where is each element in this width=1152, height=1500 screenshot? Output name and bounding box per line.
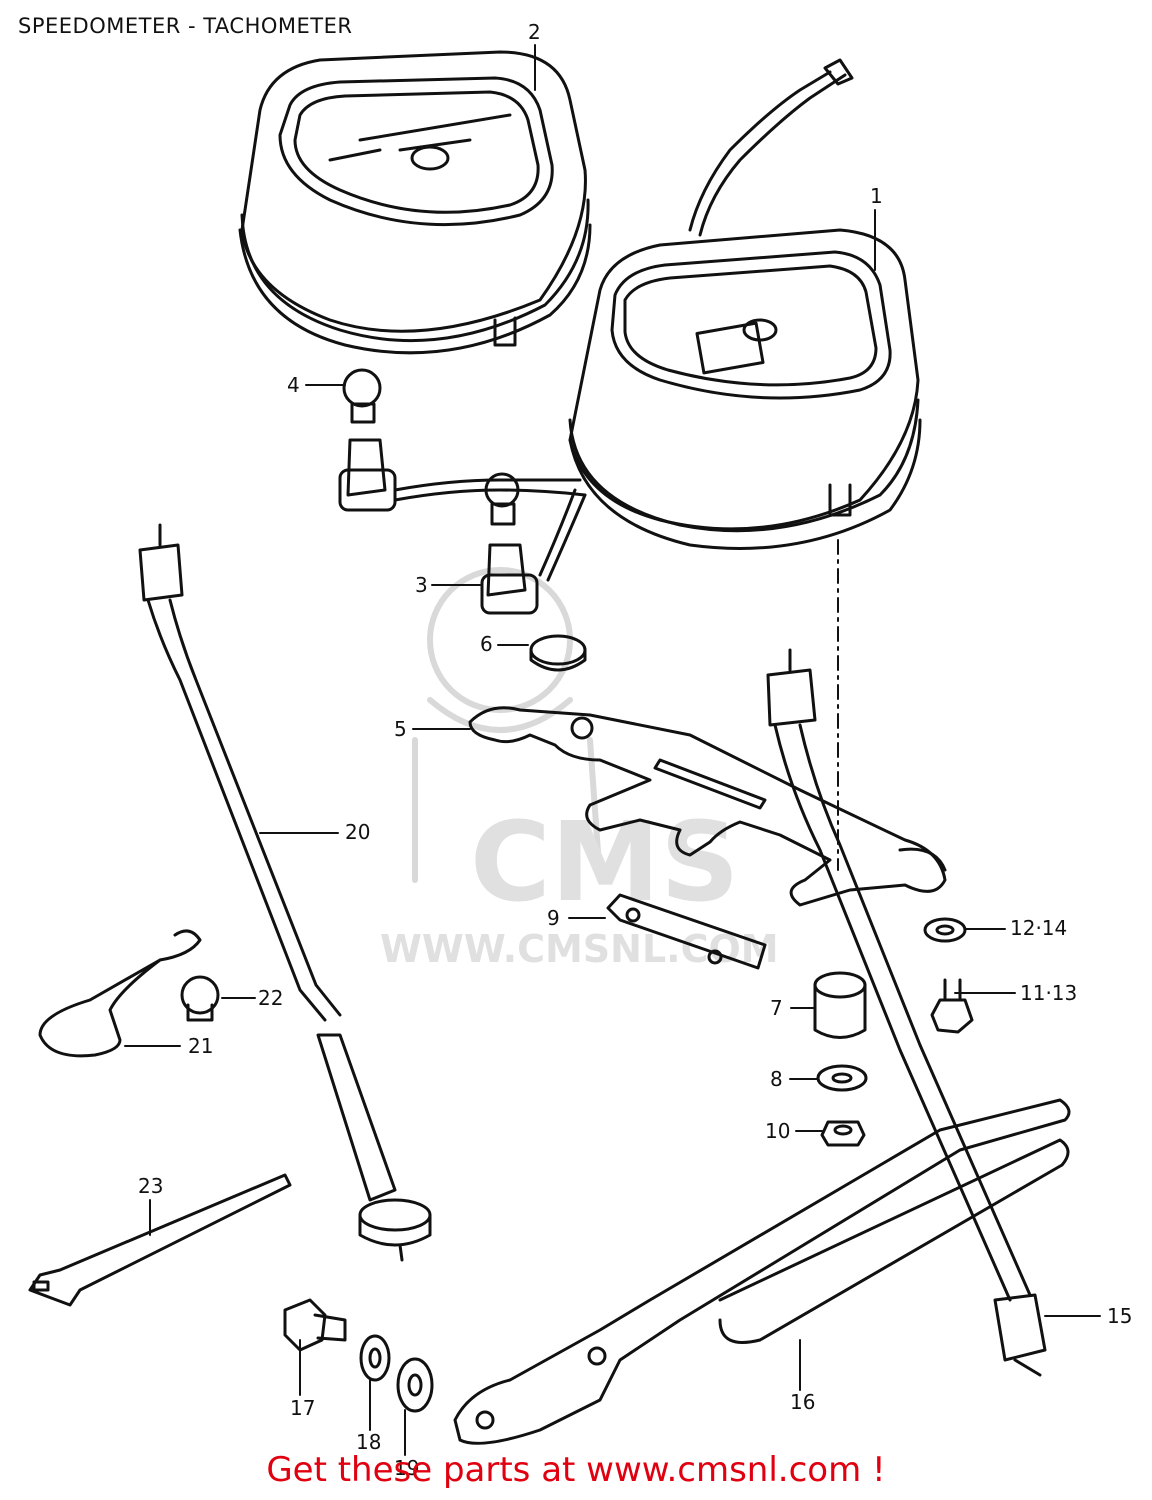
callout-15: 15 [1107,1304,1133,1328]
washer-19 [396,1357,434,1413]
washer-8 [816,1064,868,1092]
tachometer-cable [766,648,1047,1377]
stay-bar [453,1098,1071,1445]
callout-22: 22 [258,986,284,1010]
band-23 [28,1173,292,1307]
callout-21: 21 [188,1034,214,1058]
rubber-cap [529,634,587,672]
speedometer-cable [138,523,432,1262]
grommet [813,971,867,1039]
page-title: SPEEDOMETER - TACHOMETER [18,14,353,38]
bolt-17 [283,1298,347,1352]
leader-lines [124,44,1101,1456]
tachometer-housing [568,58,922,550]
callout-20: 20 [345,820,371,844]
callout-2: 2 [528,20,541,44]
callout-11-13: 11·13 [1020,981,1078,1005]
callout-23: 23 [138,1174,164,1198]
speedometer-housing [238,50,592,355]
plate [606,893,767,970]
bolt-11-13 [930,978,974,1034]
watermark-logo: CMS [470,798,739,926]
callout-18: 18 [356,1430,382,1454]
watermark-url: WWW.CMSNL.COM [380,927,779,971]
callout-12-14: 12·14 [1010,916,1068,940]
washer-12-14 [923,917,967,943]
callout-8: 8 [770,1067,783,1091]
screw-22 [180,975,220,1022]
watermark: CMS WWW.CMSNL.COM [380,567,779,971]
washer-18 [359,1334,391,1382]
clip-21 [38,929,202,1058]
callout-19: 19 [394,1456,420,1480]
footer-link[interactable]: Get these parts at www.cmsnl.com ! [266,1450,886,1490]
callout-6: 6 [480,632,493,656]
callout-17: 17 [290,1396,316,1420]
meter-bracket [468,706,947,907]
callout-10: 10 [765,1119,791,1143]
bulb [342,368,382,424]
nut-10 [820,1120,866,1147]
callout-7: 7 [770,996,783,1020]
callout-1: 1 [870,184,883,208]
callout-4: 4 [287,373,300,397]
callout-5: 5 [394,717,407,741]
callout-3: 3 [415,573,428,597]
bulb-sockets [338,438,587,615]
callout-9: 9 [547,906,560,930]
callout-16: 16 [790,1390,816,1414]
